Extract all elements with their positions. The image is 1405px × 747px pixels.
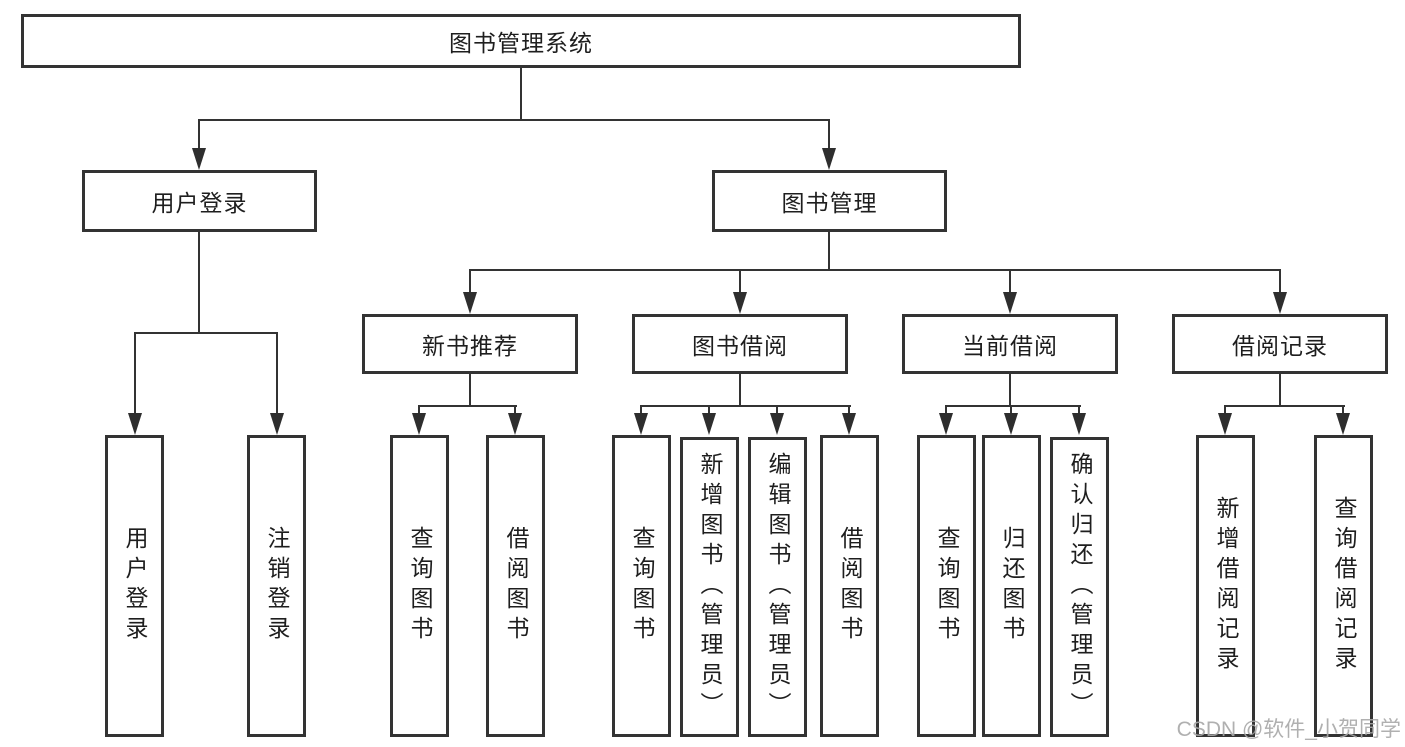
arrowhead-new-book-rec <box>463 292 477 314</box>
node-current-borrow-label: 当前借阅 <box>962 333 1058 359</box>
connector-drop-current-borrow <box>1009 269 1011 294</box>
node-bb-add-book-label: 新增图书（管理员） <box>697 452 723 722</box>
node-new-book-rec-label: 新书推荐 <box>422 333 518 359</box>
connector-drop-ul-logout <box>276 332 278 415</box>
node-ul-logout-label: 注销登录 <box>264 526 290 646</box>
connector-current-borrow-stub <box>1009 372 1011 407</box>
node-nbr-borrow-book: 借阅图书 <box>486 435 545 737</box>
connector-drop-br-add <box>1224 405 1226 415</box>
node-book-mgmt-label: 图书管理 <box>781 190 878 216</box>
connector-drop-bb-borrow <box>848 405 850 415</box>
node-cb-query-book-label: 查询图书 <box>934 526 960 646</box>
connector-drop-new-book-rec <box>469 269 471 294</box>
connector-drop-nbr-query <box>418 405 420 415</box>
node-cb-return-book: 归还图书 <box>982 435 1041 737</box>
connector-bus-level2 <box>198 119 830 121</box>
node-root: 图书管理系统 <box>21 14 1021 68</box>
connector-bus-user-login <box>134 332 278 334</box>
node-br-add-record: 新增借阅记录 <box>1196 435 1255 737</box>
connector-bus-level3 <box>469 269 1281 271</box>
arrowhead-nbr-borrow <box>508 413 522 435</box>
node-user-login-label: 用户登录 <box>151 190 248 216</box>
node-bb-add-book: 新增图书（管理员） <box>680 437 739 737</box>
node-br-query-record-label: 查询借阅记录 <box>1331 496 1357 676</box>
arrowhead-cb-query <box>939 413 953 435</box>
connector-bus-book-borrow <box>640 405 851 407</box>
node-book-borrow: 图书借阅 <box>632 314 848 374</box>
connector-drop-book-borrow <box>739 269 741 294</box>
node-bb-edit-book-label: 编辑图书（管理员） <box>765 452 791 722</box>
arrowhead-nbr-query <box>412 413 426 435</box>
connector-drop-cb-confirm <box>1078 405 1080 415</box>
arrowhead-br-add <box>1218 413 1232 435</box>
connector-bus-new-book-rec <box>418 405 517 407</box>
node-cb-confirm-return-label: 确认归还（管理员） <box>1067 452 1093 722</box>
node-ul-user-login-label: 用户登录 <box>122 526 148 646</box>
node-nbr-query-book: 查询图书 <box>390 435 449 737</box>
connector-drop-bb-edit <box>776 405 778 415</box>
arrowhead-book-mgmt <box>822 148 836 170</box>
node-ul-user-login: 用户登录 <box>105 435 164 737</box>
arrowhead-user-login <box>192 148 206 170</box>
arrowhead-current-borrow <box>1003 292 1017 314</box>
node-book-borrow-label: 图书借阅 <box>692 333 788 359</box>
node-bb-borrow-book: 借阅图书 <box>820 435 879 737</box>
arrowhead-ul-logout <box>270 413 284 435</box>
node-bb-borrow-book-label: 借阅图书 <box>837 526 863 646</box>
node-user-login: 用户登录 <box>82 170 317 232</box>
node-nbr-borrow-book-label: 借阅图书 <box>503 526 529 646</box>
connector-bus-borrow-records <box>1224 405 1345 407</box>
arrowhead-bb-add <box>702 413 716 435</box>
arrowhead-bb-edit <box>770 413 784 435</box>
connector-root-stub <box>520 68 522 121</box>
connector-drop-ul-login <box>134 332 136 415</box>
node-book-mgmt: 图书管理 <box>712 170 947 232</box>
connector-borrow-records-stub <box>1279 372 1281 407</box>
csdn-watermark: CSDN @软件_小贺同学 <box>1176 718 1401 741</box>
node-ul-logout: 注销登录 <box>247 435 306 737</box>
arrowhead-cb-return <box>1004 413 1018 435</box>
connector-drop-br-query <box>1342 405 1344 415</box>
arrowhead-bb-borrow <box>842 413 856 435</box>
connector-drop-bb-query <box>640 405 642 415</box>
connector-book-mgmt-stub <box>828 230 830 271</box>
connector-book-borrow-stub <box>739 372 741 407</box>
node-current-borrow: 当前借阅 <box>902 314 1118 374</box>
node-cb-query-book: 查询图书 <box>917 435 976 737</box>
arrowhead-borrow-records <box>1273 292 1287 314</box>
connector-drop-user-login <box>198 119 200 150</box>
arrowhead-bb-query <box>634 413 648 435</box>
connector-drop-nbr-borrow <box>514 405 516 415</box>
node-borrow-records-label: 借阅记录 <box>1232 333 1328 359</box>
node-bb-edit-book: 编辑图书（管理员） <box>748 437 807 737</box>
node-bb-query-book-label: 查询图书 <box>629 526 655 646</box>
node-nbr-query-book-label: 查询图书 <box>407 526 433 646</box>
connector-drop-bb-add <box>708 405 710 415</box>
arrowhead-ul-login <box>128 413 142 435</box>
connector-bus-current-borrow <box>945 405 1081 407</box>
node-br-add-record-label: 新增借阅记录 <box>1213 496 1239 676</box>
node-cb-return-book-label: 归还图书 <box>999 526 1025 646</box>
connector-new-book-rec-stub <box>469 372 471 407</box>
connector-user-login-stub <box>198 230 200 334</box>
connector-drop-cb-return <box>1010 405 1012 415</box>
arrowhead-cb-confirm <box>1072 413 1086 435</box>
arrowhead-book-borrow <box>733 292 747 314</box>
node-bb-query-book: 查询图书 <box>612 435 671 737</box>
connector-drop-book-mgmt <box>828 119 830 150</box>
node-root-label: 图书管理系统 <box>449 30 593 56</box>
node-br-query-record: 查询借阅记录 <box>1314 435 1373 737</box>
node-borrow-records: 借阅记录 <box>1172 314 1388 374</box>
node-cb-confirm-return: 确认归还（管理员） <box>1050 437 1109 737</box>
arrowhead-br-query <box>1336 413 1350 435</box>
connector-drop-borrow-records <box>1279 269 1281 294</box>
node-new-book-rec: 新书推荐 <box>362 314 578 374</box>
connector-drop-cb-query <box>945 405 947 415</box>
